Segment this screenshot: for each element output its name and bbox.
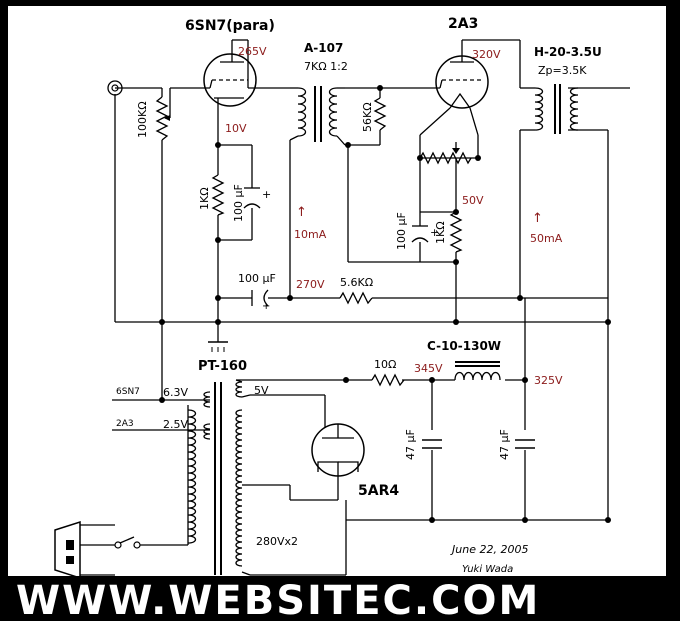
current-output-arrow: ↑	[532, 211, 543, 226]
capacitor-100uf-output: +	[411, 212, 439, 243]
resistor-1k-output	[449, 211, 463, 253]
voltage-output-bias: 50V	[462, 194, 484, 207]
hum-balance-pot	[419, 142, 472, 165]
decouple-c-label: 100 μF	[238, 272, 276, 285]
volume-pot-label: 100KΩ	[136, 101, 149, 138]
voltage-heater-2a3: 2.5V	[163, 418, 188, 431]
capacitor-47uf-a	[422, 439, 442, 449]
tube-6sn7-icon	[203, 50, 257, 107]
voltage-heater-6sn7: 6.3V	[163, 386, 188, 399]
transformer-a107-label: A-107	[304, 41, 343, 55]
watermark-band: WWW.WEBSITEC.COM	[0, 576, 680, 621]
resistor-56k	[373, 97, 387, 131]
svg-text:+: +	[262, 301, 270, 312]
driver-cathode-r-label: 1KΩ	[198, 187, 211, 210]
tube-6sn7-label: 6SN7(para)	[185, 18, 275, 34]
filter-c2-label: 47 μF	[498, 429, 511, 460]
output-cathode-c-label: 100 μF	[395, 212, 408, 250]
output-cathode-r-label: 1KΩ	[434, 221, 447, 244]
transformer-h20-label: H-20-3.5U	[534, 45, 602, 59]
voltage-heater-5ar4: 5V	[254, 384, 269, 397]
tube-5ar4-icon	[311, 423, 365, 477]
ground-icon	[208, 341, 228, 352]
decouple-r-label: 5.6KΩ	[340, 276, 373, 289]
current-driver: 10mA	[294, 228, 327, 241]
capacitor-100uf-driver: +	[243, 187, 271, 209]
tube-5ar4-label: 5AR4	[358, 483, 399, 499]
wiring	[80, 39, 630, 576]
choke-icon	[454, 361, 501, 381]
input-jack-icon	[107, 80, 123, 96]
power-transformer-icon	[187, 379, 251, 576]
choke-label: C-10-130W	[427, 339, 501, 353]
watermark-text: WWW.WEBSITEC.COM	[16, 578, 540, 621]
tube-2a3-label: 2A3	[448, 16, 478, 32]
voltage-driver-plate: 265V	[238, 45, 267, 58]
power-transformer-label: PT-160	[198, 359, 247, 374]
volume-pot-symbol	[155, 96, 170, 141]
filter-c1-label: 47 μF	[404, 429, 417, 460]
voltage-driver-cathode: 10V	[225, 122, 247, 135]
rect-r-label: 10Ω	[374, 358, 396, 371]
heater-label-6sn7: 6SN7	[116, 387, 140, 397]
heater-label-2a3: 2A3	[116, 419, 134, 429]
transformer-h20-zp: Zp=3.5K	[538, 64, 587, 77]
voltage-ht-secondary: 280Vx2	[256, 535, 298, 548]
transformer-a107-ratio: 7KΩ 1:2	[304, 60, 348, 73]
voltage-b-plus-driver: 270V	[296, 278, 325, 291]
current-output: 50mA	[530, 232, 563, 245]
tube-2a3-icon	[435, 50, 489, 109]
voltage-output-plate: 320V	[472, 48, 501, 61]
resistor-1k-driver	[211, 174, 225, 216]
current-driver-arrow: ↑	[296, 205, 307, 220]
capacitor-47uf-b	[515, 439, 535, 449]
driver-cathode-c-label: 100 μF	[232, 184, 245, 222]
grid-r-label: 56KΩ	[361, 102, 374, 132]
power-switch-icon	[80, 536, 141, 549]
capacitor-decouple: +	[251, 289, 270, 312]
schematic-sheet	[8, 6, 666, 576]
labels: 6SN7(para) 2A3 5AR4 A-107 7KΩ 1:2 H-20-3…	[116, 16, 602, 575]
resistor-5-6k	[339, 291, 373, 305]
footer-signature: Yuki Wada	[462, 564, 513, 575]
svg-text:+: +	[262, 188, 271, 201]
footer-date: June 22, 2005	[450, 543, 528, 556]
transformer-a107-icon	[289, 86, 346, 146]
svg-text:+: +	[430, 226, 439, 239]
resistor-10-ohm	[371, 373, 405, 387]
voltage-rect-out: 345V	[414, 362, 443, 375]
transformer-h20-icon	[534, 84, 579, 134]
voltage-b-plus: 325V	[534, 374, 563, 387]
